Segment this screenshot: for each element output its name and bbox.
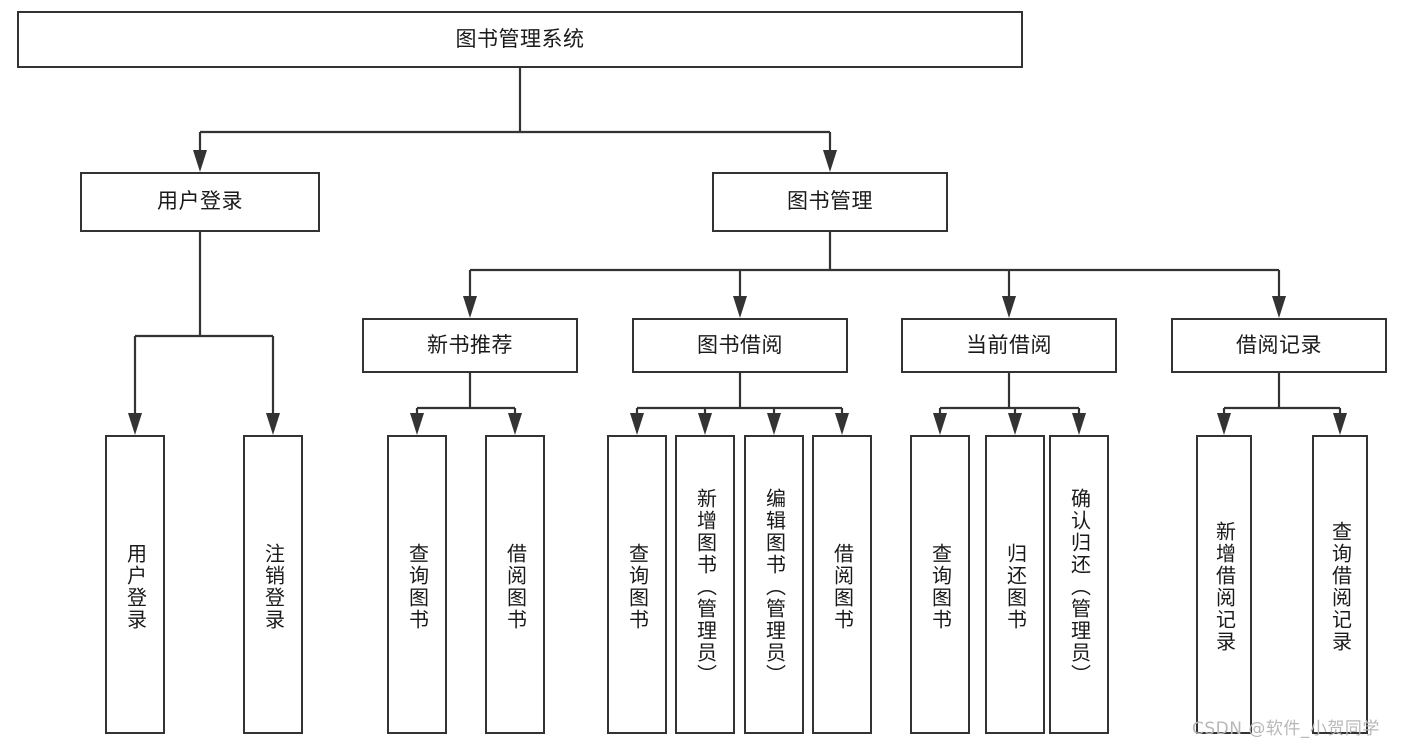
node-leaf-query-book-1[interactable]: 查询图书 [387, 435, 447, 734]
arrow-head-icon [128, 413, 142, 435]
node-leaf-add-book-admin[interactable]: 新增图书（管理员） [675, 435, 735, 734]
node-label-leaf-edit-book-admin: 编辑图书（管理员） [762, 487, 787, 686]
arrow-head-icon [266, 413, 280, 435]
node-borrow-record[interactable]: 借阅记录 [1171, 318, 1387, 373]
node-book-manage[interactable]: 图书管理 [712, 172, 948, 232]
node-label-leaf-query-book-2: 查询图书 [625, 542, 650, 631]
arrow-head-icon [1002, 296, 1016, 318]
arrow-head-icon [823, 150, 837, 172]
node-label-book-manage: 图书管理 [787, 189, 873, 214]
arrow-head-icon [933, 413, 947, 435]
arrow-head-icon [508, 413, 522, 435]
node-leaf-borrow-book-2[interactable]: 借阅图书 [812, 435, 872, 734]
node-leaf-user-login[interactable]: 用户登录 [105, 435, 165, 734]
node-leaf-borrow-book-1[interactable]: 借阅图书 [485, 435, 545, 734]
node-leaf-add-borrow-record[interactable]: 新增借阅记录 [1196, 435, 1252, 734]
node-label-leaf-borrow-book-1: 借阅图书 [503, 542, 528, 631]
node-label-leaf-confirm-return-admin: 确认归还（管理员） [1067, 487, 1092, 686]
arrow-head-icon [835, 413, 849, 435]
arrow-head-icon [1272, 296, 1286, 318]
node-label-leaf-borrow-book-2: 借阅图书 [830, 542, 855, 631]
node-leaf-query-borrow-record[interactable]: 查询借阅记录 [1312, 435, 1368, 734]
arrow-head-icon [1333, 413, 1347, 435]
node-label-leaf-user-login: 用户登录 [123, 542, 148, 631]
node-new-book-recommend[interactable]: 新书推荐 [362, 318, 578, 373]
node-label-current-borrow: 当前借阅 [966, 332, 1052, 357]
node-leaf-user-logout[interactable]: 注销登录 [243, 435, 303, 734]
watermark-label: CSDN @软件_小贺同学 [1192, 719, 1380, 739]
arrow-head-icon [410, 413, 424, 435]
node-label-book-borrow: 图书借阅 [697, 332, 783, 357]
arrow-head-icon [193, 150, 207, 172]
node-leaf-confirm-return-admin[interactable]: 确认归还（管理员） [1049, 435, 1109, 734]
node-label-leaf-user-logout: 注销登录 [261, 542, 286, 631]
arrow-head-icon [767, 413, 781, 435]
node-user-login[interactable]: 用户登录 [80, 172, 320, 232]
node-label-leaf-add-borrow-record: 新增借阅记录 [1212, 520, 1237, 653]
node-label-root: 图书管理系统 [455, 26, 585, 51]
node-label-leaf-return-book: 归还图书 [1003, 542, 1028, 631]
arrow-head-icon [1072, 413, 1086, 435]
node-leaf-edit-book-admin[interactable]: 编辑图书（管理员） [744, 435, 804, 734]
node-label-leaf-query-book-3: 查询图书 [928, 542, 953, 631]
arrow-head-icon [463, 296, 477, 318]
arrow-head-icon [733, 296, 747, 318]
node-label-user-login: 用户登录 [157, 189, 243, 214]
node-label-leaf-query-borrow-record: 查询借阅记录 [1328, 520, 1353, 653]
node-book-borrow[interactable]: 图书借阅 [632, 318, 848, 373]
node-leaf-query-book-3[interactable]: 查询图书 [910, 435, 970, 734]
arrow-head-icon [1008, 413, 1022, 435]
node-label-new-book-recommend: 新书推荐 [427, 332, 513, 357]
node-root[interactable]: 图书管理系统 [17, 11, 1023, 68]
node-current-borrow[interactable]: 当前借阅 [901, 318, 1117, 373]
node-label-leaf-query-book-1: 查询图书 [405, 542, 430, 631]
arrow-head-icon [1217, 413, 1231, 435]
node-leaf-return-book[interactable]: 归还图书 [985, 435, 1045, 734]
arrow-head-icon [698, 413, 712, 435]
arrow-head-icon [630, 413, 644, 435]
node-label-leaf-add-book-admin: 新增图书（管理员） [693, 487, 718, 686]
node-leaf-query-book-2[interactable]: 查询图书 [607, 435, 667, 734]
node-label-borrow-record: 借阅记录 [1236, 332, 1322, 357]
